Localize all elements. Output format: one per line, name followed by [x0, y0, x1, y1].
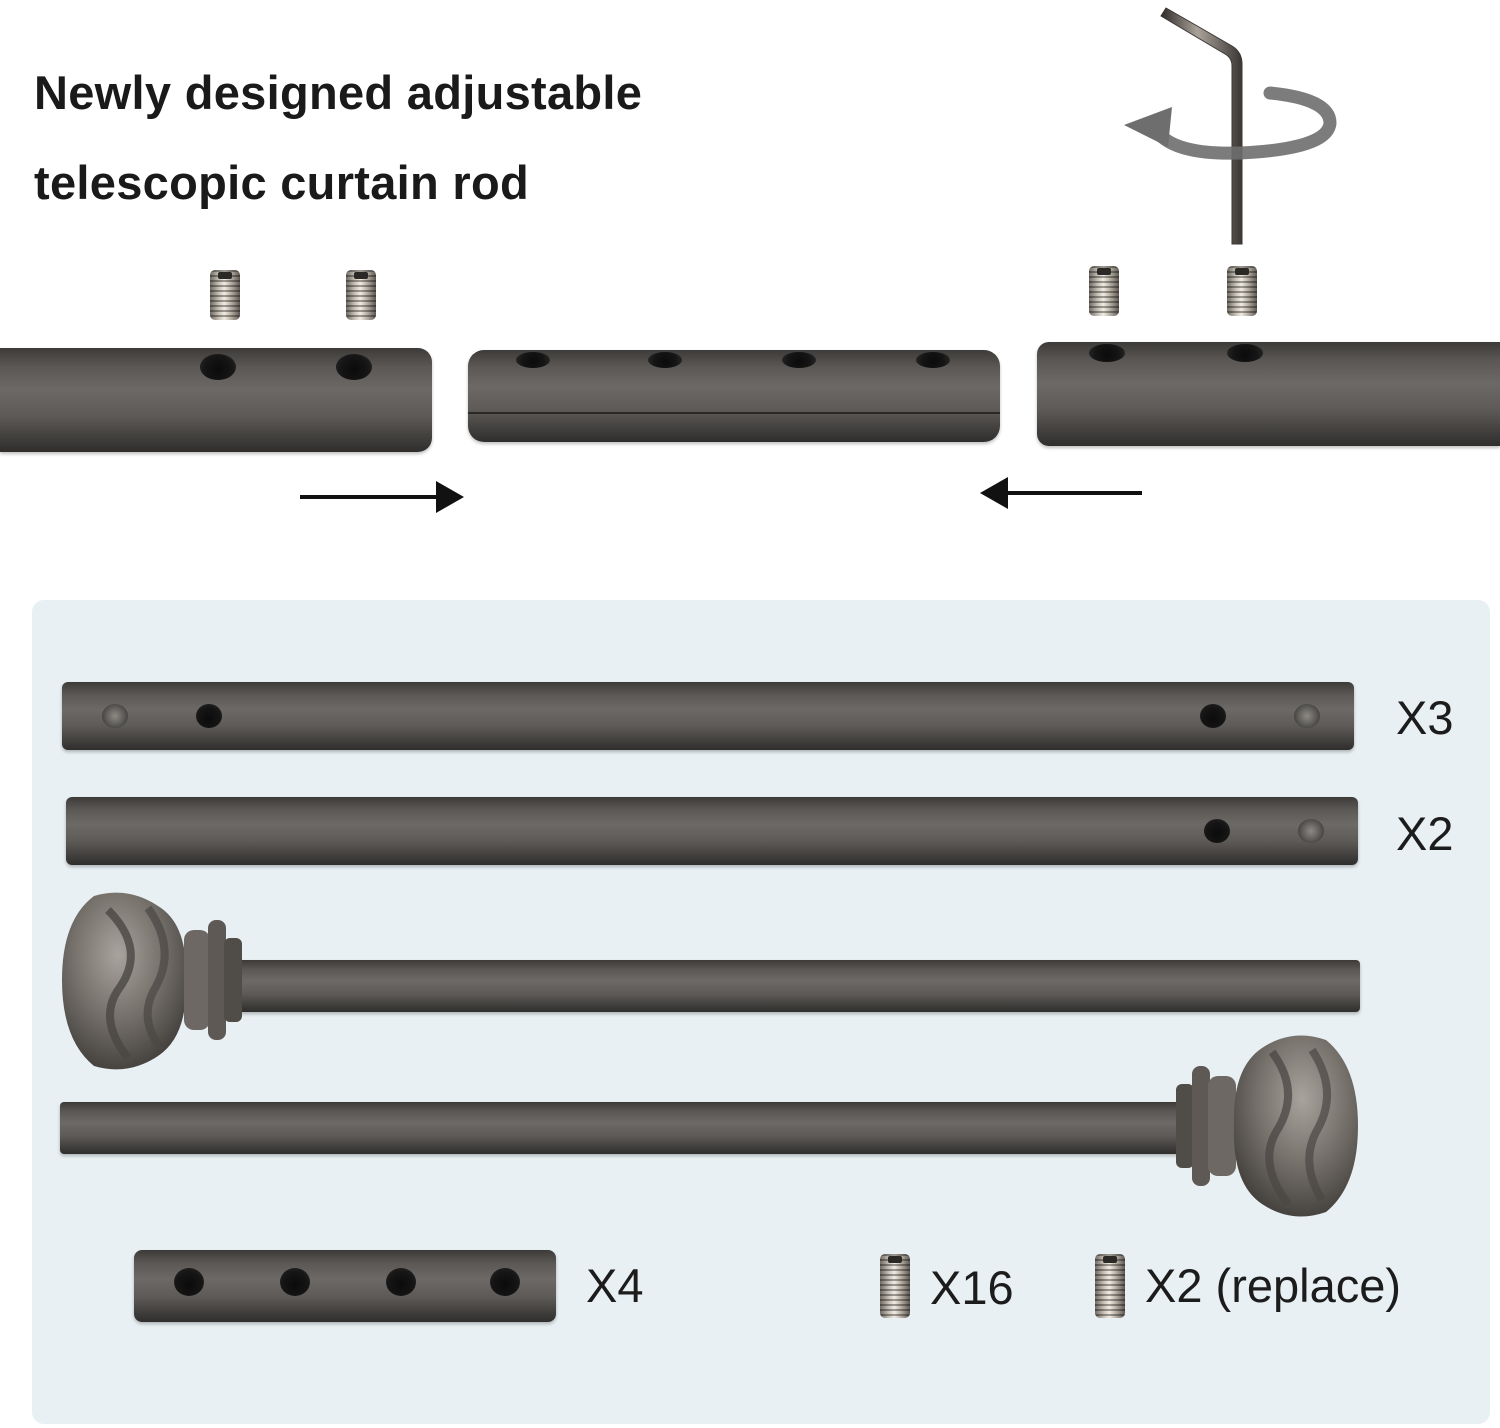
connector-quantity: X4: [586, 1259, 644, 1312]
screw-hole: [1227, 344, 1263, 362]
finial-rod-right: [60, 1102, 1200, 1154]
threaded-hole: [648, 352, 682, 368]
threaded-hole: [280, 1268, 310, 1296]
screw-hole: [1294, 704, 1320, 728]
set-screw: [880, 1254, 910, 1318]
screw-hole: [1089, 344, 1125, 362]
rod-short-quantity: X2: [1396, 807, 1454, 860]
rod-long: [62, 682, 1354, 750]
finial-rod-left: [230, 960, 1360, 1012]
left-rod-section: [0, 348, 432, 452]
rod-short: [66, 797, 1358, 865]
screw-hole: [1298, 819, 1324, 843]
threaded-hole: [782, 352, 816, 368]
set-screw: [1089, 266, 1119, 316]
connector-part: [134, 1250, 556, 1322]
finial-icon: [62, 892, 242, 1070]
threaded-hole: [174, 1268, 204, 1296]
threaded-hole: [490, 1268, 520, 1296]
finial-icon: [1176, 1035, 1358, 1217]
right-rod-section: [1037, 342, 1500, 446]
spare-screw-quantity: X2 (replace): [1145, 1259, 1401, 1312]
screw-quantity: X16: [930, 1261, 1014, 1314]
spare-set-screw: [1095, 1254, 1125, 1318]
set-screw: [1227, 266, 1257, 316]
screw-hole: [1200, 704, 1226, 728]
screw-hole: [336, 354, 372, 380]
threaded-hole: [916, 352, 950, 368]
connector-piece: [468, 350, 1000, 442]
headline: Newly designed adjustable telescopic cur…: [34, 48, 642, 228]
threaded-hole: [386, 1268, 416, 1296]
headline-line-2: telescopic curtain rod: [34, 156, 530, 209]
screw-hole: [1204, 819, 1230, 843]
allen-key-icon: [1160, 7, 1243, 245]
screw-hole: [102, 704, 128, 728]
threaded-hole: [516, 352, 550, 368]
headline-line-1: Newly designed adjustable: [34, 66, 643, 119]
screw-hole: [200, 354, 236, 380]
rotate-arrow-icon: [1124, 86, 1337, 160]
screw-hole: [196, 704, 222, 728]
set-screw: [210, 270, 240, 320]
rod-long-quantity: X3: [1396, 691, 1454, 744]
set-screw: [346, 270, 376, 320]
